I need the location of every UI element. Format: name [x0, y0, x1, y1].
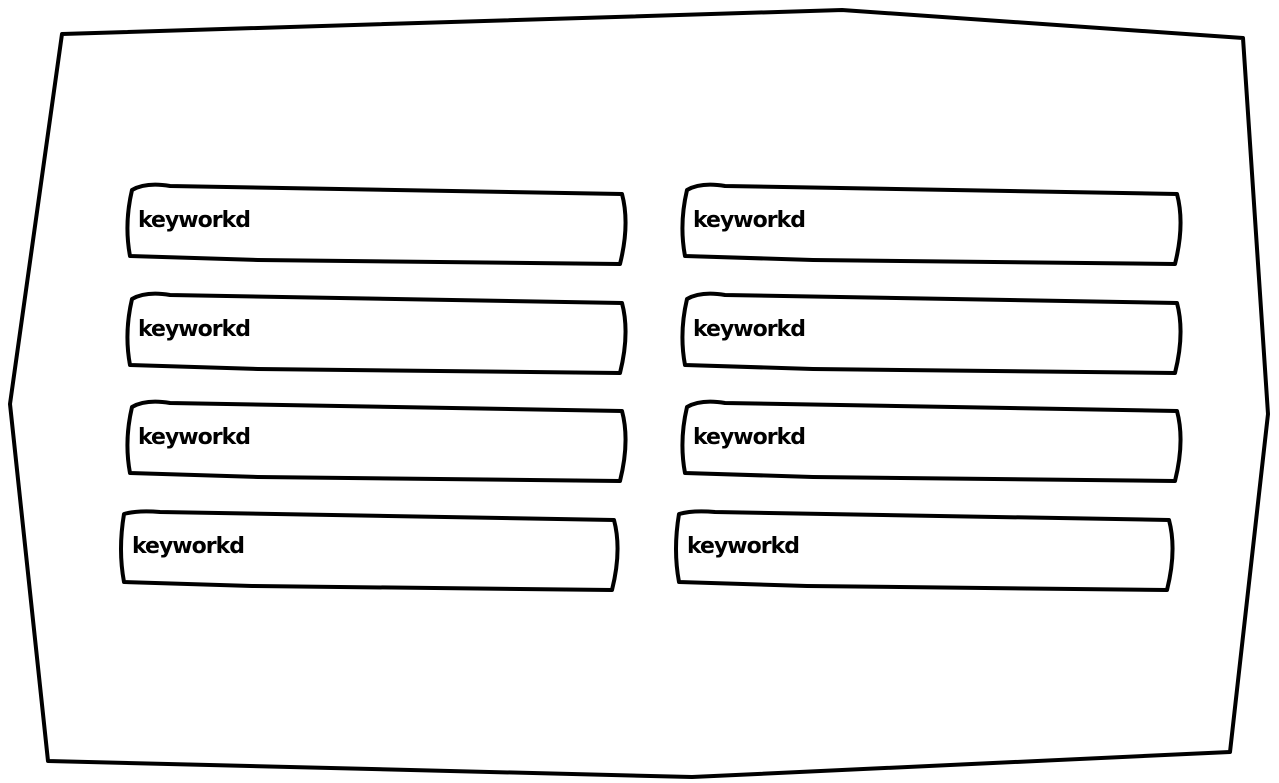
- keyword-field-7[interactable]: keyworkd: [680, 399, 1183, 483]
- field-border: [674, 509, 1175, 592]
- keyword-field-1[interactable]: keyworkd: [125, 182, 628, 266]
- field-border: [680, 291, 1183, 375]
- field-label: keyworkd: [687, 534, 800, 559]
- field-border: [125, 399, 628, 483]
- field-border: [125, 182, 628, 266]
- field-label: keyworkd: [138, 425, 251, 450]
- keyword-field-5[interactable]: keyworkd: [680, 182, 1183, 266]
- keyword-field-8[interactable]: keyworkd: [674, 509, 1175, 592]
- field-border: [680, 182, 1183, 266]
- field-label: keyworkd: [693, 317, 806, 342]
- keyword-field-6[interactable]: keyworkd: [680, 291, 1183, 375]
- field-border: [119, 509, 620, 592]
- field-label: keyworkd: [132, 534, 245, 559]
- keyword-field-3[interactable]: keyworkd: [125, 399, 628, 483]
- field-label: keyworkd: [138, 208, 251, 233]
- field-label: keyworkd: [138, 317, 251, 342]
- keyword-field-2[interactable]: keyworkd: [125, 291, 628, 375]
- keyword-field-4[interactable]: keyworkd: [119, 509, 620, 592]
- field-label: keyworkd: [693, 425, 806, 450]
- field-border: [125, 291, 628, 375]
- field-label: keyworkd: [693, 208, 806, 233]
- field-border: [680, 399, 1183, 483]
